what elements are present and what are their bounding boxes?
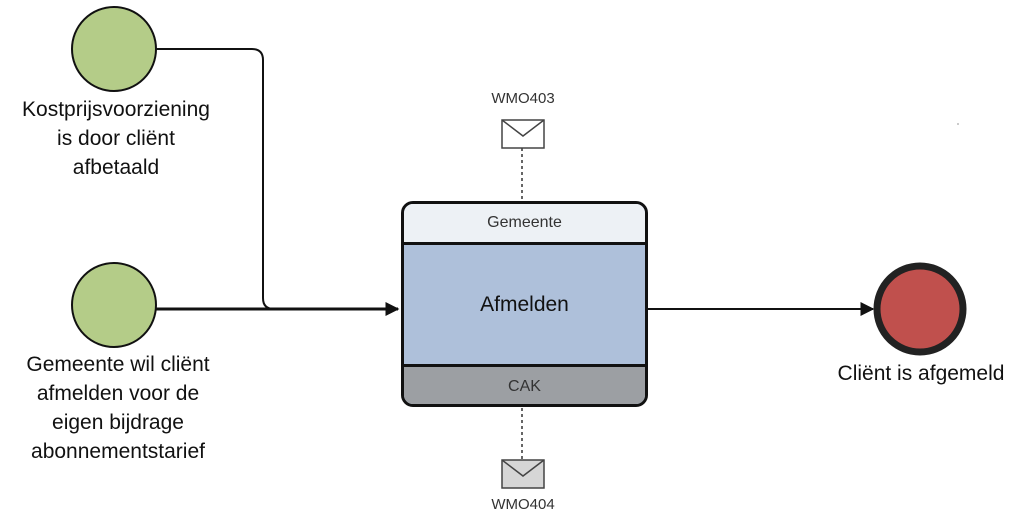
start-event-mid-label: Gemeente wil cliënt afmelden voor de eig… bbox=[26, 353, 210, 463]
choreography-task-afmelden[interactable]: Gemeente Afmelden CAK bbox=[401, 201, 648, 407]
stray-dot bbox=[957, 123, 959, 125]
start-event-municipality-unsubscribe[interactable] bbox=[71, 262, 157, 348]
task-name: Afmelden bbox=[480, 292, 569, 316]
start-event-cost-paid[interactable] bbox=[71, 6, 157, 92]
participant-gemeente: Gemeente bbox=[487, 214, 562, 231]
message-label-bottom: WMO404 bbox=[491, 496, 555, 513]
participant-cak: CAK bbox=[508, 378, 541, 395]
end-event-label: Cliënt is afgemeld bbox=[837, 362, 1005, 385]
participant-band-bottom: CAK bbox=[404, 364, 645, 404]
end-event-client-unsubscribed[interactable] bbox=[873, 262, 967, 356]
envelope-icon[interactable] bbox=[501, 459, 545, 489]
start-event-top-label: Kostprijsvoorziening is door cliënt afbe… bbox=[22, 98, 210, 179]
task-body: Afmelden bbox=[404, 245, 645, 364]
message-label-top: WMO403 bbox=[491, 90, 555, 107]
envelope-icon[interactable] bbox=[501, 119, 545, 149]
participant-band-top: Gemeente bbox=[404, 204, 645, 245]
